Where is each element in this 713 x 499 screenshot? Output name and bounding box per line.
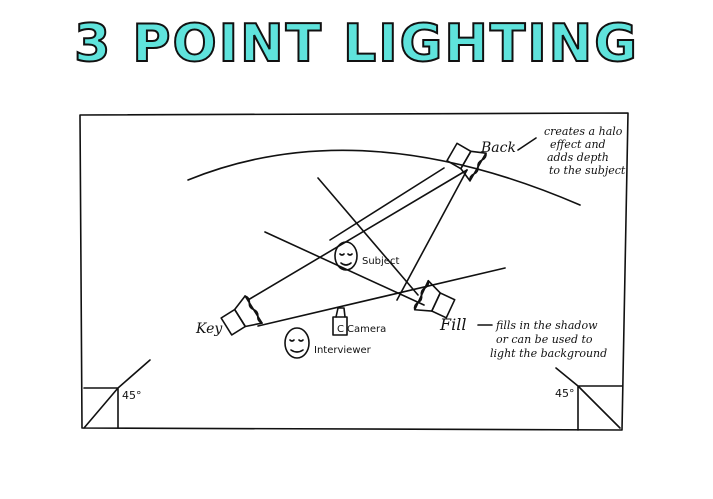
key-beam-top: [247, 169, 468, 301]
subject-face-icon: [334, 241, 358, 271]
back-beam-right: [396, 169, 468, 301]
back-leader: [517, 137, 537, 151]
key-light-icon: [220, 295, 263, 336]
key-label: Key: [195, 321, 223, 337]
title-wrap: 3 POINT LIGHTING: [0, 13, 713, 75]
back-note-line-3: adds depth: [547, 151, 609, 164]
back-light-icon: [446, 142, 487, 182]
camera-label: Camera: [347, 324, 386, 335]
fill-note-line-1: fills in the shadow: [495, 319, 598, 332]
angle-right-label: 45°: [555, 387, 575, 400]
angle-left-label: 45°: [122, 389, 142, 402]
room-frame: [79, 112, 629, 431]
interviewer-face-icon: [284, 327, 310, 359]
fill-note-line-3: light the background: [490, 347, 607, 360]
corner-left: [83, 359, 151, 429]
fill-note-line-2: or can be used to: [496, 333, 593, 346]
back-note-line-4: to the subject: [549, 164, 626, 177]
fill-beam-bottom: [264, 231, 425, 306]
backdrop-curve: [187, 149, 581, 206]
key-beam-bottom: [257, 267, 506, 327]
interviewer-label: Interviewer: [314, 345, 372, 356]
camera-letter: C: [337, 324, 344, 335]
page-title: 3 POINT LIGHTING: [73, 13, 639, 75]
back-note-line-2: effect and: [550, 138, 606, 151]
back-label: Back: [480, 140, 516, 156]
fill-beam-top: [317, 177, 419, 296]
back-note-line-1: creates a halo: [544, 125, 623, 138]
subject-label: Subject: [362, 256, 399, 267]
camera-icon: [332, 307, 348, 336]
fill-light-icon: [413, 279, 456, 319]
corner-right: [555, 367, 623, 431]
back-beam-left: [329, 167, 445, 241]
fill-label: Fill: [439, 315, 466, 334]
